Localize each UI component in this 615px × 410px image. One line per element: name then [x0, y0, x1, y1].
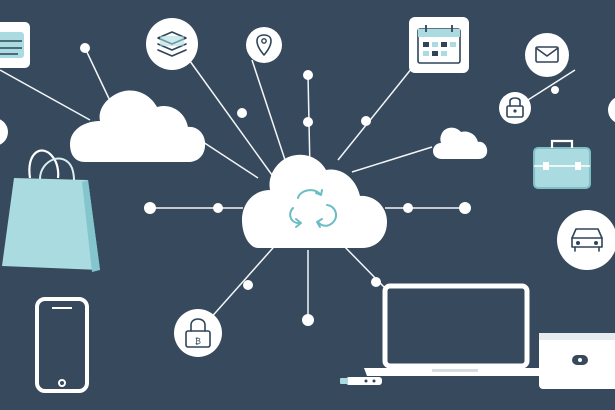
calendar-icon	[409, 17, 469, 73]
bitcoin-lock-icon: ₿	[174, 309, 222, 357]
external-drive-icon	[539, 333, 615, 389]
connector-dots	[80, 43, 559, 326]
central-cloud	[242, 154, 387, 248]
shopping-bag-icon	[2, 149, 100, 272]
document-card-icon	[0, 22, 30, 68]
small-cloud-icon	[433, 127, 488, 159]
bitcoin-glyph: ₿	[195, 337, 201, 346]
left-cloud	[70, 90, 206, 162]
laptop-icon	[364, 283, 548, 376]
document-stack-icon	[146, 18, 198, 70]
briefcase-icon	[533, 139, 591, 189]
usb-stick-icon	[340, 377, 382, 385]
envelope-icon	[525, 33, 569, 77]
padlock-icon	[499, 92, 531, 124]
cloud-sync-icon	[289, 189, 338, 228]
location-pin-icon	[246, 27, 282, 63]
edge-circle-left	[0, 119, 8, 145]
car-icon	[557, 210, 615, 270]
smartphone-icon	[35, 297, 89, 393]
edge-circle-right	[608, 97, 615, 123]
